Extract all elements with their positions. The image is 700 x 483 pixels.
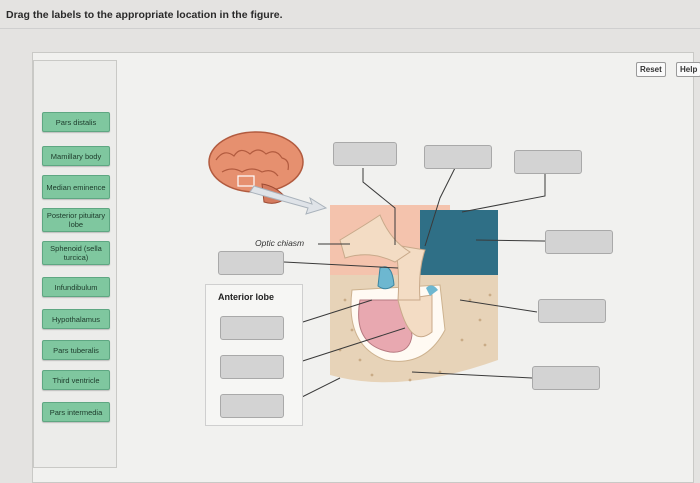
drop-target-right-1[interactable] xyxy=(545,230,613,254)
header-divider xyxy=(0,28,700,29)
label-median-eminence[interactable]: Median eminence xyxy=(42,175,110,199)
label-pars-tuberalis[interactable]: Pars tuberalis xyxy=(42,340,110,360)
label-hypothalamus[interactable]: Hypothalamus xyxy=(42,309,110,329)
anterior-lobe-label: Anterior lobe xyxy=(218,292,275,302)
drop-target-right-3[interactable] xyxy=(532,366,600,390)
label-third-ventricle[interactable]: Third ventricle xyxy=(42,370,110,390)
drop-target-left-4[interactable] xyxy=(220,394,284,418)
drop-target-left-3[interactable] xyxy=(220,355,284,379)
label-posterior-pituitary-lobe[interactable]: Posterior pituitary lobe xyxy=(42,208,110,232)
label-pars-distalis[interactable]: Pars distalis xyxy=(42,112,110,132)
drop-target-left-1[interactable] xyxy=(218,251,284,275)
drop-target-right-2[interactable] xyxy=(538,299,606,323)
label-sphenoid[interactable]: Sphenoid (sella turcica) xyxy=(42,241,110,265)
zoom-arrow-icon xyxy=(249,185,328,215)
help-button[interactable]: Help xyxy=(676,62,700,77)
drop-target-top-1[interactable] xyxy=(333,142,397,166)
drop-target-top-3[interactable] xyxy=(514,150,582,174)
pituitary-cross-section xyxy=(330,205,498,383)
label-infundibulum[interactable]: Infundibulum xyxy=(42,277,110,297)
optic-chiasm-label: Optic chiasm xyxy=(255,238,305,248)
label-mamillary-body[interactable]: Mamillary body xyxy=(42,146,110,166)
label-pars-intermedia[interactable]: Pars intermedia xyxy=(42,402,110,422)
drop-target-left-2[interactable] xyxy=(220,316,284,340)
reset-button[interactable]: Reset xyxy=(636,62,666,77)
drop-target-top-2[interactable] xyxy=(424,145,492,169)
instruction-text: Drag the labels to the appropriate locat… xyxy=(6,9,283,21)
